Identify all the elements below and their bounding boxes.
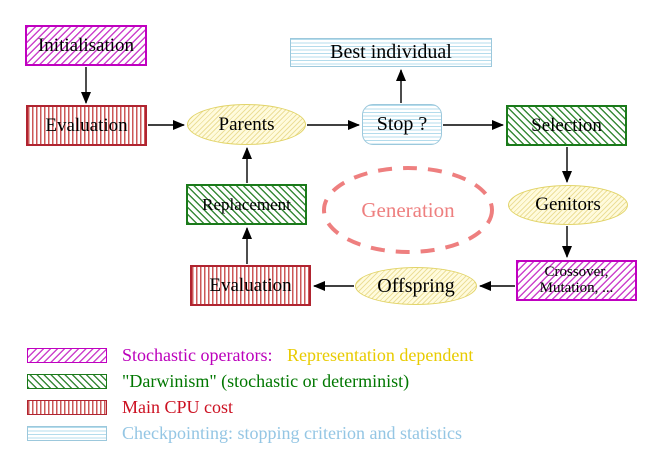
legend-representation-label: Representation dependent [286, 344, 474, 365]
node-parents-label: Parents [218, 113, 275, 135]
node-best-individual: Best individual [290, 38, 492, 67]
node-crossover-line1: Crossover, [544, 263, 609, 280]
node-selection: Selection [506, 105, 627, 146]
node-generation: Generation [323, 168, 493, 252]
node-replacement-label: Replacement [202, 194, 291, 214]
legend-swatch-green-hatch [27, 373, 107, 389]
node-evaluation-top: Evaluation [26, 105, 147, 146]
legend-swatch-red-stripes [27, 399, 107, 415]
node-offspring: Offspring [355, 267, 477, 305]
legend-stochastic-label: Stochastic operators: [122, 344, 273, 365]
node-stop: Stop ? [362, 104, 442, 145]
node-crossover-mutation: Crossover, Mutation, ... [516, 260, 637, 301]
legend-swatch-magenta-hatch [27, 347, 107, 363]
node-stop-label: Stop ? [376, 113, 428, 135]
legend-darwinism-label: "Darwinism" (stochastic or determinist) [122, 370, 410, 391]
node-evaluation-top-label: Evaluation [45, 114, 128, 136]
node-replacement: Replacement [186, 184, 307, 225]
node-best-individual-label: Best individual [330, 41, 452, 63]
legend-row-stochastic: Stochastic operators: Representation dep… [27, 344, 474, 365]
legend-cpu-label: Main CPU cost [122, 396, 234, 417]
node-crossover-line2: Mutation, ... [539, 279, 614, 296]
node-genitors-label: Genitors [535, 194, 601, 216]
node-evaluation-bottom: Evaluation [190, 265, 311, 306]
node-generation-label: Generation [361, 197, 455, 222]
legend-checkpointing-label: Checkpointing: stopping criterion and st… [122, 422, 462, 443]
node-parents: Parents [187, 104, 306, 145]
legend-row-darwinism: "Darwinism" (stochastic or determinist) [27, 370, 410, 391]
node-offspring-label: Offspring [377, 274, 455, 297]
legend-row-checkpointing: Checkpointing: stopping criterion and st… [27, 422, 462, 443]
node-evaluation-bottom-label: Evaluation [209, 274, 292, 296]
node-initialisation-label: Initialisation [37, 34, 135, 56]
node-initialisation: Initialisation [25, 25, 147, 66]
legend-swatch-cyan-stripes [27, 425, 107, 441]
legend-row-cpu: Main CPU cost [27, 396, 234, 417]
node-genitors: Genitors [508, 185, 628, 225]
node-selection-label: Selection [531, 114, 602, 136]
